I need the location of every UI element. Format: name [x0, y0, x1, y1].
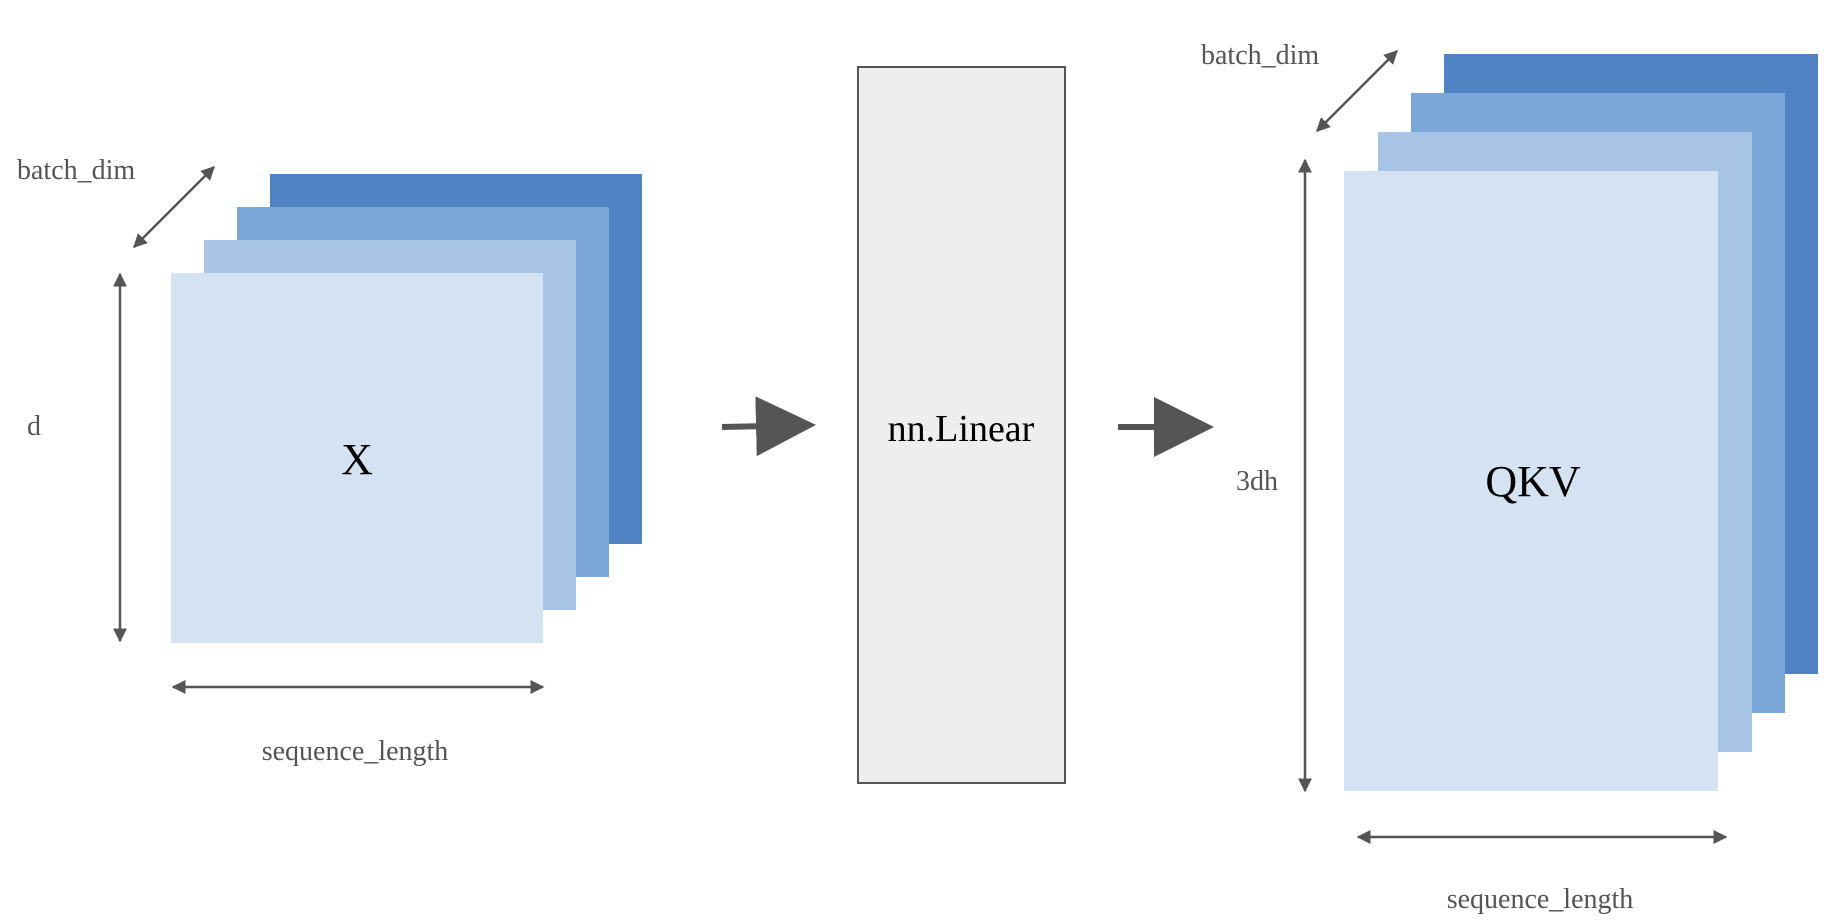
output-dimensions: batch_dim 3dh sequence_length — [1201, 40, 1728, 915]
output-layer-1 — [1344, 171, 1718, 791]
output-tensor-label: QKV — [1485, 457, 1581, 506]
input-tensor: X — [171, 174, 642, 643]
flow-arrow-to-linear — [721, 396, 816, 457]
output-tensor: QKV — [1344, 54, 1818, 791]
input-layer-1 — [171, 273, 543, 643]
input-tensor-label: X — [341, 435, 373, 484]
input-dimensions: batch_dim d sequence_length — [17, 155, 545, 767]
linear-layer: nn.Linear — [857, 66, 1066, 784]
input-height-label: d — [27, 411, 41, 442]
output-batch-dim-arrow — [1316, 50, 1398, 132]
output-width-label: sequence_length — [1447, 884, 1634, 915]
output-height-label: 3dh — [1236, 466, 1278, 497]
linear-layer-box — [858, 67, 1065, 783]
linear-layer-label: nn.Linear — [888, 408, 1035, 450]
input-batch-dim-arrow — [133, 166, 215, 248]
input-width-label: sequence_length — [262, 736, 449, 767]
input-batch-dim-label: batch_dim — [17, 155, 135, 186]
output-batch-dim-label: batch_dim — [1201, 40, 1319, 71]
